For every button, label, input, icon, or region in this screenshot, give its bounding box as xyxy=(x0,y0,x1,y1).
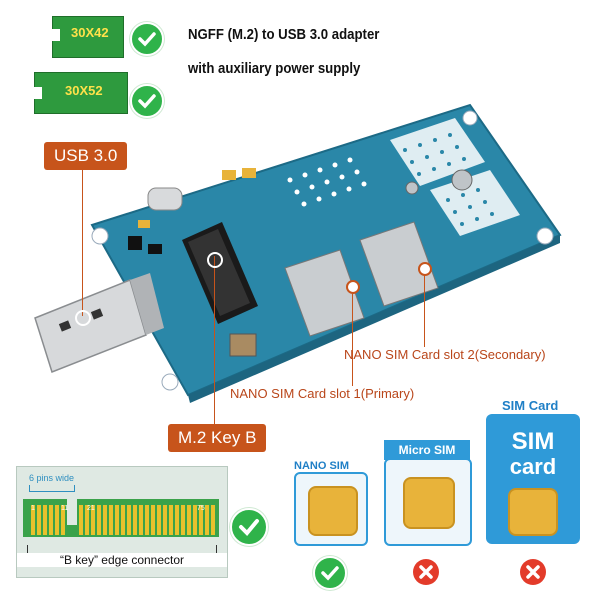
module-30x42: 30X42 xyxy=(52,16,124,58)
pin-number: 21 xyxy=(87,505,95,512)
micro-sim-card: Micro SIM xyxy=(384,440,472,546)
sim2-leader-dot xyxy=(418,262,432,276)
sim-card-text: card xyxy=(509,454,557,479)
sim-slot-2-label: NANO SIM Card slot 2(Secondary) xyxy=(344,347,546,362)
check-icon xyxy=(130,22,164,56)
m2-leader-line xyxy=(214,256,215,426)
m2-key-label: M.2 Key B xyxy=(168,424,267,452)
micro-sim-label: Micro SIM xyxy=(384,440,470,460)
full-sim-label: SIM Card xyxy=(498,398,563,413)
edge-connector-panel: 6 pins wide 1 11 21 75 “B key” edge conn… xyxy=(16,466,228,578)
headline-line-2: with auxiliary power supply xyxy=(188,60,361,77)
pins-width-label: 6 pins wide xyxy=(29,473,75,483)
check-icon xyxy=(130,84,164,118)
usb-label: USB 3.0 xyxy=(44,142,128,170)
sim-chip xyxy=(403,477,455,529)
sim-chip xyxy=(508,488,558,536)
pin-number: 11 xyxy=(61,505,69,512)
sim-chip xyxy=(308,486,358,536)
headline-line-1: NGFF (M.2) to USB 3.0 adapter xyxy=(188,26,380,43)
pin-number: 75 xyxy=(197,505,205,512)
pin-number: 1 xyxy=(31,505,35,512)
pins-width-bracket xyxy=(29,485,75,492)
connector-caption: “B key” edge connector xyxy=(17,553,227,567)
nano-sim-card: NANO SIM xyxy=(292,460,368,546)
m2-leader-dot xyxy=(207,252,223,268)
check-icon xyxy=(230,508,268,546)
check-icon xyxy=(313,556,347,590)
cross-icon xyxy=(413,559,439,585)
edge-connector xyxy=(23,499,219,537)
usb-leader-line xyxy=(82,168,83,316)
usb-leader-dot xyxy=(75,310,91,326)
sim-slot-1-label: NANO SIM Card slot 1(Primary) xyxy=(230,386,415,401)
nano-sim-label: NANO SIM xyxy=(292,460,351,472)
sim-card-text: SIM xyxy=(511,428,555,455)
sim2-leader-line xyxy=(424,270,425,356)
cross-icon xyxy=(520,559,546,585)
sim1-leader-line xyxy=(352,288,353,392)
sim1-leader-dot xyxy=(346,280,360,294)
module-30x42-label: 30X42 xyxy=(71,25,109,40)
module-30x52: 30X52 xyxy=(34,72,128,114)
module-30x52-label: 30X52 xyxy=(65,83,103,98)
full-sim-card: SIM Card SIM card xyxy=(486,398,580,544)
